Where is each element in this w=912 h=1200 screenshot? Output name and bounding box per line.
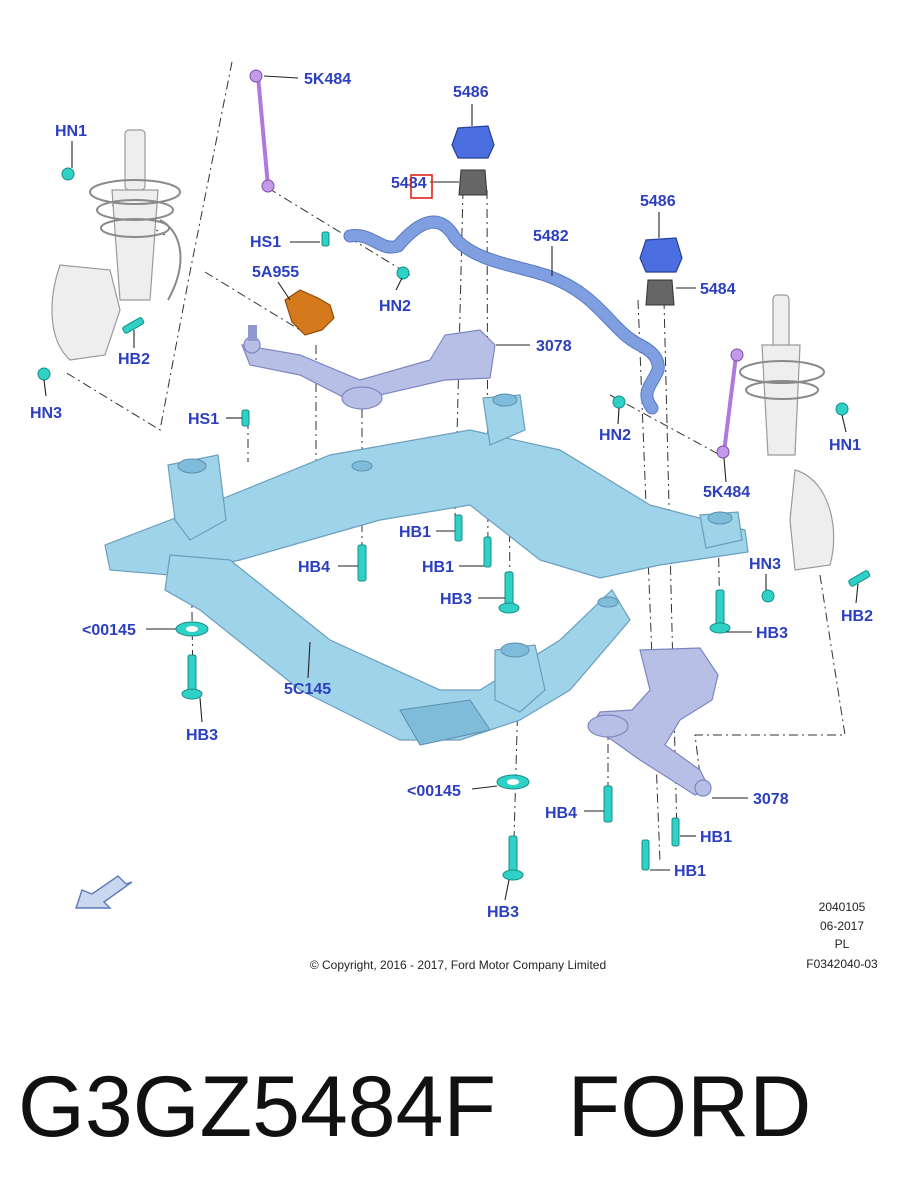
highlight-box	[410, 174, 433, 199]
callout-hb1-c: HB1	[700, 829, 732, 846]
callout-hs1-mid: HS1	[188, 411, 219, 428]
diagram-date: 06-2017	[820, 919, 864, 933]
callout-5k484-right: 5K484	[703, 484, 750, 501]
callout-hb2-left: HB2	[118, 351, 150, 368]
diagram-region: PL	[835, 937, 850, 951]
callout-hb4-left: HB4	[298, 559, 330, 576]
callout-5c145: 5C145	[284, 681, 331, 698]
callout-3078-top: 3078	[536, 338, 572, 355]
leader-lines	[43, 75, 859, 901]
callout-hn3-left: HN3	[30, 405, 62, 422]
front-subframe	[104, 393, 749, 746]
callout-hn2-right: HN2	[599, 427, 631, 444]
left-strut-assembly	[51, 129, 182, 361]
part-callouts: 5K484 5486 5484 5486 5482 5484 HN1 HS1 5…	[30, 71, 873, 921]
diagram-code: 2040105	[819, 900, 866, 914]
callout-hb1-d: HB1	[674, 863, 706, 880]
exploded-parts-diagram: 5K484 5486 5484 5486 5482 5484 HN1 HS1 5…	[30, 61, 878, 972]
part-number-title: G3GZ5484F FORD	[18, 1059, 812, 1155]
callout-hn3-right: HN3	[749, 556, 781, 573]
callout-hs1-top: HS1	[250, 234, 281, 251]
stabilizer-links	[249, 69, 744, 459]
callout-hn1-right: HN1	[829, 437, 861, 454]
diagram-ref: F0342040-03	[806, 957, 878, 971]
callout-5486-left: 5486	[453, 84, 489, 101]
callout-5486-right: 5486	[640, 193, 676, 210]
callout-5k484-top: 5K484	[304, 71, 351, 88]
callout-3078-bottom: 3078	[753, 791, 789, 808]
callout-hb1-b: HB1	[422, 559, 454, 576]
stabilizer-bar	[343, 215, 665, 415]
callout-hb2-right: HB2	[841, 608, 873, 625]
callout-hn2-left: HN2	[379, 298, 411, 315]
front-direction-arrow-icon	[75, 875, 133, 909]
right-lower-arm	[587, 647, 719, 797]
callout-hb1-a: HB1	[399, 524, 431, 541]
fasteners	[37, 167, 871, 881]
callout-hb3-right: HB3	[756, 625, 788, 642]
callout-5484-left: 5484	[391, 175, 427, 192]
diagram-metadata: 2040105 06-2017 PL F0342040-03 © Copyrig…	[310, 900, 878, 972]
callout-hb4-bottom: HB4	[545, 805, 577, 822]
callout-hn1-left: HN1	[55, 123, 87, 140]
callout-hb3-mid: HB3	[440, 591, 472, 608]
callout-hb3-bottom: HB3	[487, 904, 519, 921]
copyright-text: © Copyright, 2016 - 2017, Ford Motor Com…	[310, 958, 606, 972]
callout-5484-right: 5484	[700, 281, 736, 298]
callout-5a955: 5A955	[252, 264, 299, 281]
right-strut-assembly	[739, 294, 835, 571]
callout-5482: 5482	[533, 228, 569, 245]
callout-00145-left: <00145	[82, 622, 136, 639]
callout-hb3-left: HB3	[186, 727, 218, 744]
left-lower-arm	[241, 325, 496, 410]
stabilizer-clamps	[451, 125, 683, 306]
callout-00145-bottom: <00145	[407, 783, 461, 800]
bracket-5a955	[284, 289, 335, 336]
